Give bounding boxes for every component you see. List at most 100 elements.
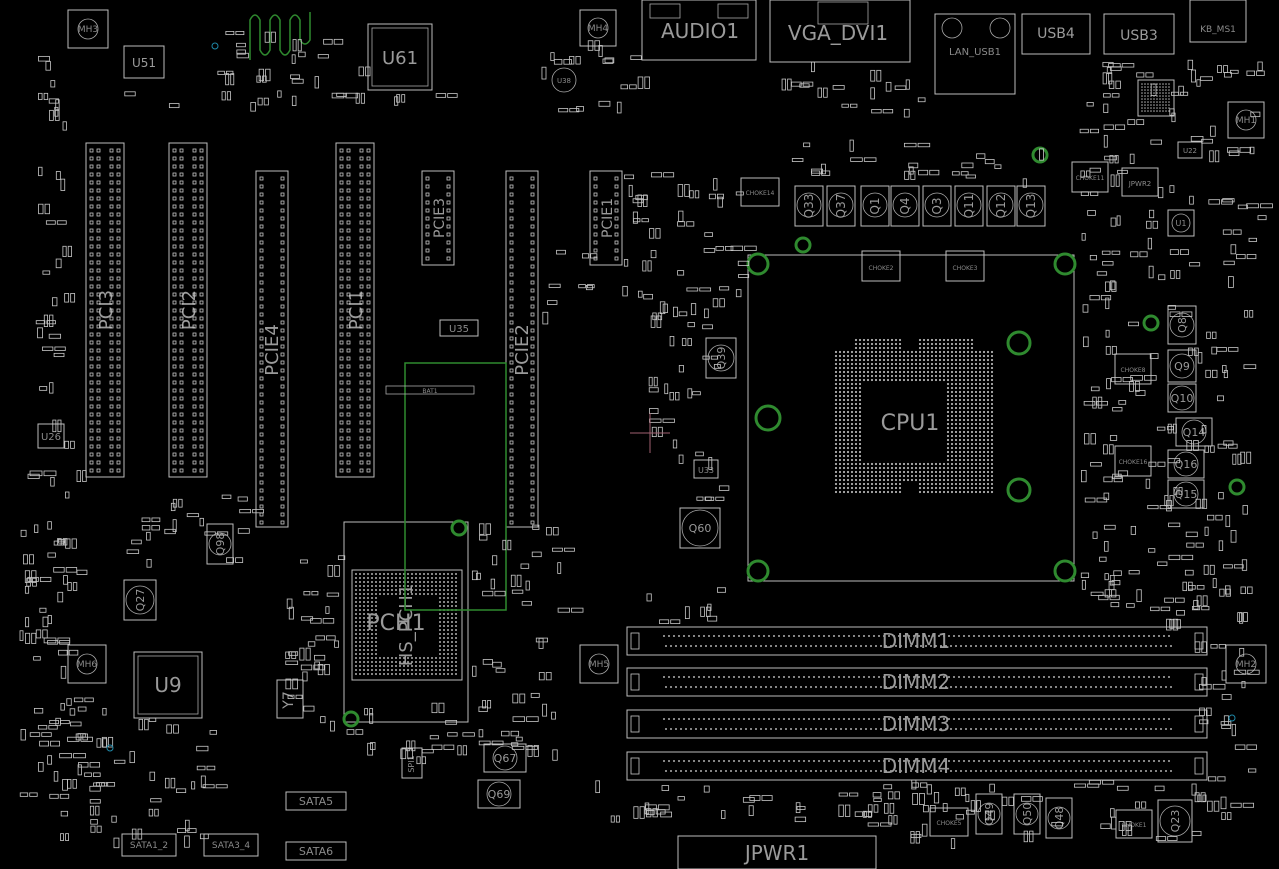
dimm-slot-group: DIMM1 DIMM2 DIMM3 DIMM4 (626, 626, 1208, 781)
cpu-label: CPU1 (881, 411, 940, 436)
svg-text:Q4: Q4 (898, 197, 912, 214)
svg-text:Q60: Q60 (689, 522, 712, 535)
chip-u33: U33 (693, 459, 719, 479)
slot-dimm2: DIMM2 (882, 670, 951, 694)
svg-text:CHOKE16: CHOKE16 (1119, 459, 1148, 466)
svg-text:Q16: Q16 (1175, 458, 1198, 471)
chip-u35: U35 (439, 319, 479, 337)
smd-components (19, 31, 1273, 849)
svg-text:Q50: Q50 (1021, 803, 1034, 826)
vga-dvi-connector-label: VGA_DVI1 (788, 21, 888, 45)
chip-u1: U1 (1167, 209, 1195, 237)
slot-pcie4: PCIE4 (262, 324, 283, 376)
dimm-pin-rows (630, 632, 1204, 775)
atx-power-connector: JPWR1 (677, 835, 877, 869)
cpu-power-connector: JPWR2 (1121, 167, 1159, 197)
sata-connectors: SATA1_2 SATA3_4 SATA5 SATA6 (121, 791, 347, 861)
svg-text:Q67: Q67 (494, 752, 517, 765)
svg-text:U1: U1 (1176, 219, 1187, 228)
chip-u51: U51 (123, 45, 165, 79)
chip-u26: U26 (37, 423, 65, 449)
chip-u38: U38 (551, 67, 577, 93)
io-panel: AUDIO1 VGA_DVI1 LAN_USB1 USB4 USB3 KB_MS… (641, 0, 1247, 95)
svg-text:U61: U61 (382, 48, 418, 69)
svg-text:MH1: MH1 (1236, 116, 1256, 126)
svg-text:CHOKE1: CHOKE1 (1122, 822, 1147, 829)
svg-text:U51: U51 (132, 56, 156, 70)
svg-text:CHOKE8: CHOKE8 (1121, 367, 1146, 374)
usb3-connector-label: USB3 (1120, 28, 1158, 44)
svg-text:Q39: Q39 (715, 347, 728, 370)
svg-text:Q69: Q69 (488, 788, 511, 801)
svg-text:U38: U38 (557, 77, 571, 85)
bga-chip-top-right (1137, 79, 1175, 117)
fiducial-marker (1228, 714, 1236, 722)
svg-text:Q3: Q3 (930, 197, 944, 214)
svg-text:Y7: Y7 (281, 691, 297, 709)
chip-u9: U9 (133, 651, 203, 719)
svg-text:MH3: MH3 (78, 25, 98, 35)
pci-slot-group: PCI3 PCI2 PCIE4 PCI1 PCIE3 PCIE2 PCIE1 (85, 142, 623, 528)
svg-text:Q14: Q14 (1183, 426, 1206, 439)
svg-text:U26: U26 (41, 432, 61, 443)
svg-text:U22: U22 (1183, 147, 1197, 155)
svg-text:CHOKE14: CHOKE14 (746, 190, 775, 197)
fiducial-marker (211, 42, 219, 50)
chip-u22: U22 (1177, 141, 1203, 159)
crosshair-marker (630, 413, 670, 453)
svg-text:Q9: Q9 (1174, 360, 1190, 373)
antenna-trace (249, 12, 311, 60)
svg-text:Q27: Q27 (134, 589, 147, 612)
slot-dimm3: DIMM3 (882, 712, 951, 736)
svg-text:Q23: Q23 (1169, 810, 1182, 833)
slot-pcie3: PCIE3 (432, 198, 448, 238)
vrm-mosfet-row: Q33 Q37 Q1 Q4 Q3 Q11 Q12 Q13 (794, 185, 1046, 227)
sata5-label: SATA5 (299, 795, 333, 808)
svg-text:U35: U35 (449, 324, 469, 335)
svg-text:Q33: Q33 (802, 194, 816, 219)
svg-text:Q10: Q10 (1171, 392, 1194, 405)
svg-text:CHOKE3: CHOKE3 (953, 265, 978, 272)
svg-text:CHOKE11: CHOKE11 (1076, 175, 1105, 182)
svg-text:Q11: Q11 (962, 194, 976, 219)
svg-text:JPWR1: JPWR1 (743, 841, 809, 865)
svg-text:JPWR2: JPWR2 (1128, 180, 1152, 188)
pch-heatsink-label: HS_PCH1 (396, 584, 417, 666)
pch-core-label: PCH1 (366, 611, 425, 636)
mount-holes: MH3 MH4 MH1 MH6 MH5 MH2 (67, 9, 1267, 684)
fiducial-marker (106, 744, 114, 752)
svg-text:Q37: Q37 (834, 194, 848, 219)
lan-usb-connector-label: LAN_USB1 (949, 47, 1001, 58)
sata1-2-label: SATA1_2 (130, 841, 168, 851)
kb-ms-connector-label: KB_MS1 (1200, 25, 1236, 35)
audio-connector-label: AUDIO1 (661, 19, 739, 43)
svg-text:MH5: MH5 (589, 660, 609, 670)
sata6-label: SATA6 (299, 845, 333, 858)
svg-text:Q12: Q12 (994, 194, 1008, 219)
svg-text:MH2: MH2 (1236, 660, 1256, 670)
slot-dimm4: DIMM4 (882, 754, 951, 778)
svg-text:Q8: Q8 (1176, 317, 1189, 333)
battery: BAT1 (385, 385, 475, 395)
svg-text:BAT1: BAT1 (422, 388, 437, 395)
crystal-y7: Y7 (276, 679, 304, 719)
sata3-4-label: SATA3_4 (212, 841, 251, 851)
heatsink-trace (404, 362, 507, 611)
svg-text:MH4: MH4 (588, 24, 609, 34)
plated-holes (342, 146, 1246, 728)
svg-text:U9: U9 (154, 673, 181, 697)
svg-text:Q1: Q1 (868, 197, 882, 214)
svg-text:MH6: MH6 (77, 660, 98, 670)
svg-text:CHOKE5: CHOKE5 (937, 820, 962, 827)
svg-text:Q13: Q13 (1024, 194, 1038, 219)
slot-pin-grid (89, 148, 619, 525)
chip-u61: U61 (367, 23, 433, 91)
svg-text:U33: U33 (698, 466, 714, 475)
svg-text:SPI1: SPI1 (407, 755, 416, 772)
slot-dimm1: DIMM1 (882, 629, 951, 653)
usb4-connector-label: USB4 (1037, 26, 1075, 42)
pch-chip: PCH1 HS_PCH1 (343, 521, 469, 723)
slot-pcie1: PCIE1 (600, 198, 616, 238)
